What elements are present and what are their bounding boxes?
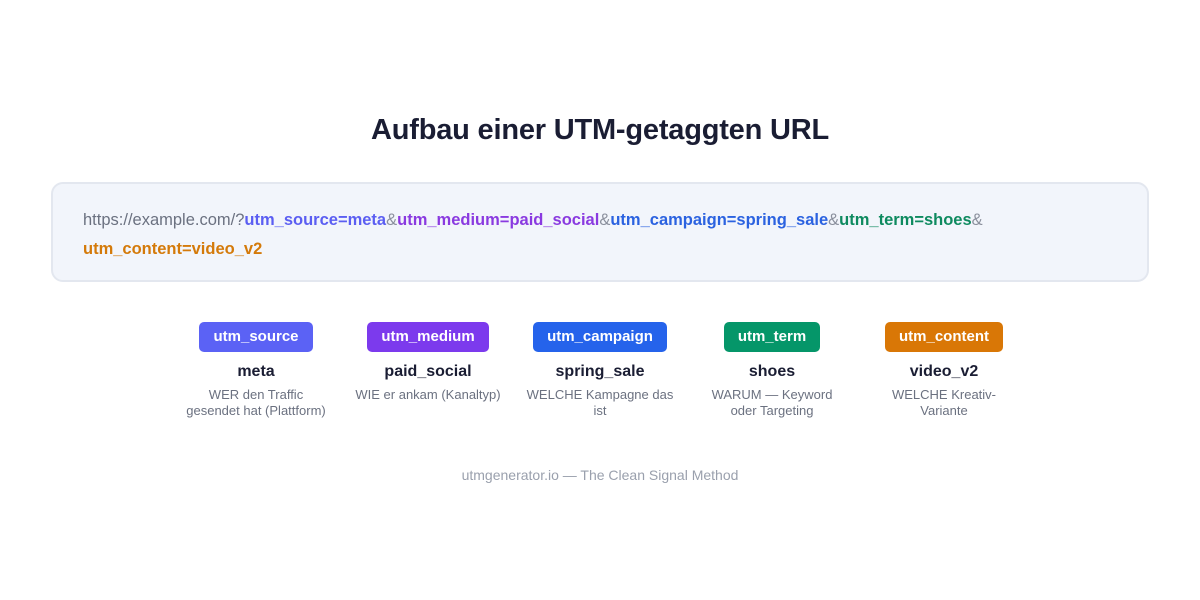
param-badge: utm_source [199, 322, 313, 352]
url-base: https://example.com/? [83, 211, 245, 229]
param-medium: utm_medium paid_social WIE er ankam (Kan… [342, 322, 514, 403]
url-separator: & [599, 211, 611, 229]
param-description: WELCHE Kampagne das ist [526, 387, 674, 418]
param-value: spring_sale [555, 363, 645, 380]
param-value: paid_social [384, 363, 472, 380]
param-content: utm_content video_v2 WELCHE Kreativ-Vari… [858, 322, 1030, 419]
param-badge: utm_content [885, 322, 1003, 352]
param-campaign: utm_campaign spring_sale WELCHE Kampagne… [514, 322, 686, 419]
url-separator: & [828, 211, 840, 229]
param-source: utm_source meta WER den Traffic gesendet… [170, 322, 342, 419]
param-description: WIE er ankam (Kanaltyp) [355, 387, 501, 402]
param-term: utm_term shoes WARUM — Keyword oder Targ… [686, 322, 858, 419]
diagram-title: Aufbau einer UTM-getaggten URL [371, 114, 829, 146]
url-separator: & [971, 211, 983, 229]
param-value: meta [237, 363, 275, 380]
param-badge: utm_term [723, 322, 821, 352]
param-description: WARUM — Keyword oder Targeting [711, 387, 833, 418]
param-value: video_v2 [909, 363, 979, 380]
url-segment-content: utm_content=video_v2 [83, 240, 263, 258]
url-segment-campaign: utm_campaign=spring_sale [610, 211, 829, 229]
url-separator: & [386, 211, 398, 229]
param-description: WELCHE Kreativ-Variante [891, 387, 997, 418]
url-segment-term: utm_term=shoes [839, 211, 972, 229]
param-badge: utm_medium [367, 322, 489, 352]
param-value: shoes [748, 363, 796, 380]
url-segment-source: utm_source=meta [244, 211, 387, 229]
url-example-box: https://example.com/?utm_source=meta&utm… [51, 182, 1149, 282]
url-segment-medium: utm_medium=paid_social [397, 211, 600, 229]
param-description: WER den Traffic gesendet hat (Plattform) [186, 387, 326, 418]
parameter-legend: utm_source meta WER den Traffic gesendet… [0, 322, 1200, 452]
param-badge: utm_campaign [533, 322, 667, 352]
footer-credit: utmgenerator.io — The Clean Signal Metho… [461, 467, 739, 483]
